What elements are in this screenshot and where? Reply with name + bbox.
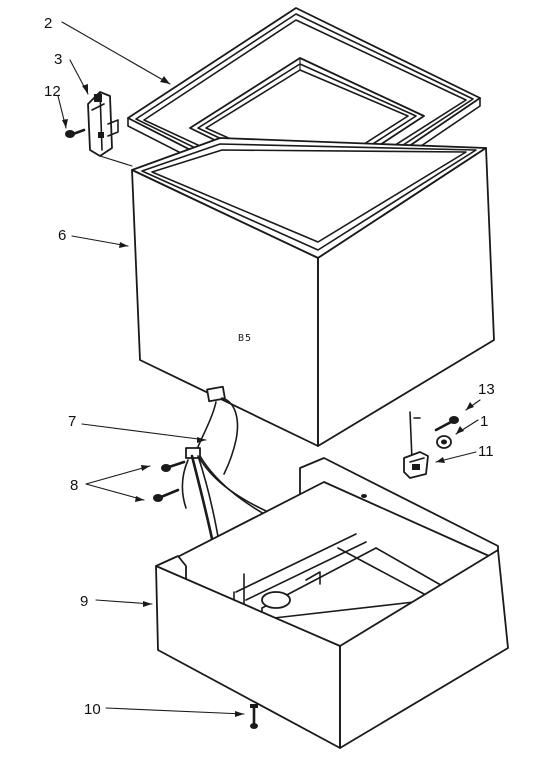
hinge-bracket [87,91,133,167]
leader-lines [57,21,481,717]
callout-11: 11 [478,443,494,460]
thermostat-screw [434,416,459,432]
cabinet-marking: B5 [238,333,252,344]
callout-1: 1 [480,413,488,430]
thermostat-knob [436,435,452,449]
cabinet-body: B5 [131,137,495,447]
callout-6: 6 [58,227,66,244]
callout-2: 2 [44,15,52,32]
callout-10: 10 [84,701,101,718]
callout-labels: 2 3 12 6 7 8 13 1 11 9 10 [44,15,495,718]
leveling-screw [250,704,258,729]
hinge-screw [65,128,86,138]
callout-12: 12 [44,83,61,100]
thermostat-assembly [403,411,429,479]
callout-7: 7 [68,413,76,430]
callout-13: 13 [478,381,495,398]
base-housing [155,457,509,749]
callout-9: 9 [80,593,88,610]
callout-3: 3 [54,51,62,68]
harness-screws [153,460,186,502]
callout-8: 8 [70,477,78,494]
